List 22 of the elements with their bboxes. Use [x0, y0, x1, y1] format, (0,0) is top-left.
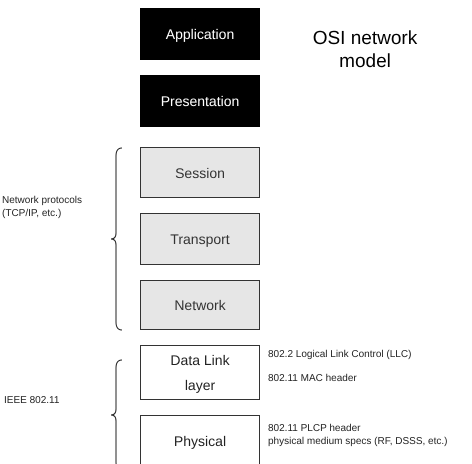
protocol-note: 802.2 Logical Link Control (LLC)	[268, 349, 412, 360]
protocol-note: physical medium specs (RF, DSSS, etc.)	[268, 436, 448, 447]
protocol-note: 802.11 PLCP header	[268, 423, 360, 434]
layer-name: Transport	[170, 232, 230, 246]
layer-box	[140, 415, 260, 464]
layer-name: Physical	[174, 434, 226, 448]
layer-name: Data Link	[170, 352, 230, 367]
group-label: Network protocols (TCP/IP, etc.)	[2, 195, 84, 220]
layer-box	[140, 147, 260, 198]
layer-name: Network	[174, 298, 226, 312]
layer-box	[140, 8, 260, 60]
diagram-title: OSI network model	[312, 28, 418, 74]
protocol-note: 802.11 MAC header	[268, 373, 357, 384]
layer-name: Presentation	[160, 94, 240, 108]
layer-box	[140, 345, 260, 400]
group-label: IEEE 802.11	[4, 395, 60, 408]
layer-box	[140, 213, 260, 265]
layer-name: Application	[166, 27, 234, 41]
layer-box	[140, 75, 260, 127]
layer-name: layer	[184, 378, 216, 392]
layer-name: Session	[175, 166, 225, 180]
layer-box	[140, 280, 260, 330]
